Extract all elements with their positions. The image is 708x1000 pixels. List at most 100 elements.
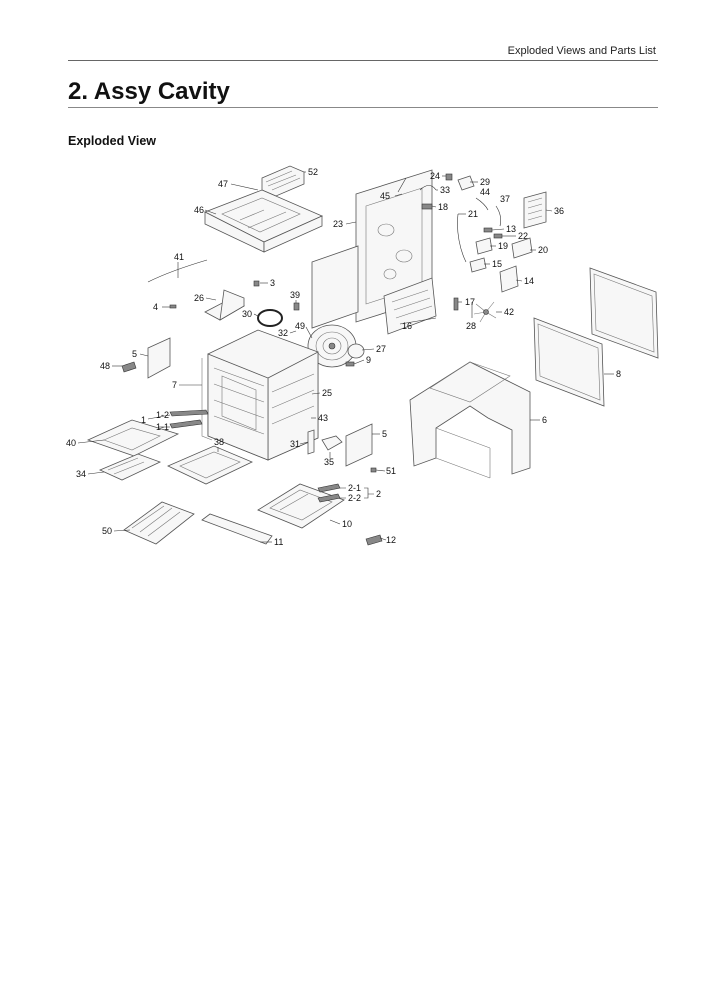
part-29	[457, 175, 475, 191]
part-30	[257, 309, 283, 327]
header-rule	[68, 60, 658, 61]
part-5-left	[147, 337, 171, 379]
callout-37: 37	[500, 194, 510, 204]
part-39	[293, 302, 300, 311]
part-38	[167, 445, 253, 485]
callout-35: 35	[324, 457, 334, 467]
callout-49: 49	[295, 321, 305, 331]
callout-26: 26	[194, 293, 204, 303]
part-4	[169, 304, 177, 309]
callout-5-left: 5	[132, 349, 137, 359]
callout-23: 23	[333, 219, 343, 229]
callout-24: 24	[430, 171, 440, 181]
callout-38: 38	[214, 437, 224, 447]
callout-1: 1	[141, 415, 146, 425]
callout-28: 28	[466, 321, 476, 331]
part-31	[307, 429, 315, 455]
callout-7: 7	[172, 380, 177, 390]
callout-51: 51	[386, 466, 396, 476]
callout-18: 18	[438, 202, 448, 212]
part-21	[457, 213, 467, 263]
callout-34: 34	[76, 469, 86, 479]
part-10	[257, 483, 345, 529]
part-3	[253, 280, 260, 287]
part-6	[409, 361, 531, 479]
callout-16: 16	[402, 321, 412, 331]
part-12	[365, 534, 383, 546]
part-49	[307, 324, 357, 368]
callout-32: 32	[278, 328, 288, 338]
callout-45: 45	[380, 191, 390, 201]
part-46	[204, 189, 323, 253]
part-50	[123, 501, 195, 545]
callout-9: 9	[366, 355, 371, 365]
subsection-title: Exploded View	[68, 134, 156, 148]
callout-39: 39	[290, 290, 300, 300]
part-37	[495, 205, 502, 227]
part-19	[475, 237, 493, 255]
callout-41: 41	[174, 252, 184, 262]
callout-4: 4	[153, 302, 158, 312]
callout-42: 42	[504, 307, 514, 317]
part-26	[204, 289, 245, 321]
callout-20: 20	[538, 245, 548, 255]
part-27	[347, 343, 365, 359]
callout-30: 30	[242, 309, 252, 319]
callout-19: 19	[498, 241, 508, 251]
callout-43: 43	[318, 413, 328, 423]
part-44	[475, 197, 489, 211]
callout-14: 14	[524, 276, 534, 286]
callout-17: 17	[465, 297, 475, 307]
part-22	[493, 233, 503, 239]
callout-2-2: 2-2	[348, 493, 361, 503]
callout-50: 50	[102, 526, 112, 536]
callout-3: 3	[270, 278, 275, 288]
part-42	[473, 301, 497, 323]
title-rule	[68, 107, 658, 108]
callout-25: 25	[322, 388, 332, 398]
part-5-right	[345, 423, 373, 467]
part-20	[511, 237, 533, 259]
leader-lines	[77, 171, 614, 543]
part-48	[121, 361, 137, 373]
callout-13: 13	[506, 224, 516, 234]
callout-10: 10	[342, 519, 352, 529]
callout-1-1: 1-1	[156, 422, 169, 432]
part-24	[445, 173, 453, 181]
callout-44: 44	[480, 187, 490, 197]
callout-6: 6	[542, 415, 547, 425]
cavity-front-frame	[201, 358, 213, 441]
callout-40: 40	[66, 438, 76, 448]
part-8	[533, 267, 659, 407]
callout-15: 15	[492, 259, 502, 269]
callout-8: 8	[616, 369, 621, 379]
part-35	[321, 435, 343, 451]
part-36	[523, 191, 547, 229]
callout-36: 36	[554, 206, 564, 216]
part-45	[397, 177, 407, 193]
callout-2: 2	[376, 489, 381, 499]
part-7	[207, 329, 319, 461]
callout-12: 12	[386, 535, 396, 545]
callout-52: 52	[308, 167, 318, 177]
part-17	[453, 297, 459, 311]
part-52	[261, 165, 305, 197]
callout-22: 22	[518, 231, 528, 241]
callout-48: 48	[100, 361, 110, 371]
part-33	[419, 185, 437, 191]
part-13	[483, 227, 493, 233]
part-15	[469, 257, 487, 273]
callout-33: 33	[440, 185, 450, 195]
callout-29: 29	[480, 177, 490, 187]
running-header: Exploded Views and Parts List	[507, 45, 656, 57]
callout-1-2: 1-2	[156, 410, 169, 420]
callout-5-right: 5	[382, 429, 387, 439]
part-51	[370, 467, 377, 473]
part-40	[86, 419, 180, 457]
section-title: 2. Assy Cavity	[68, 78, 230, 105]
part-14	[499, 265, 519, 293]
callout-2-1: 2-1	[348, 483, 361, 493]
callout-11: 11	[274, 537, 283, 547]
callout-21: 21	[468, 209, 478, 219]
